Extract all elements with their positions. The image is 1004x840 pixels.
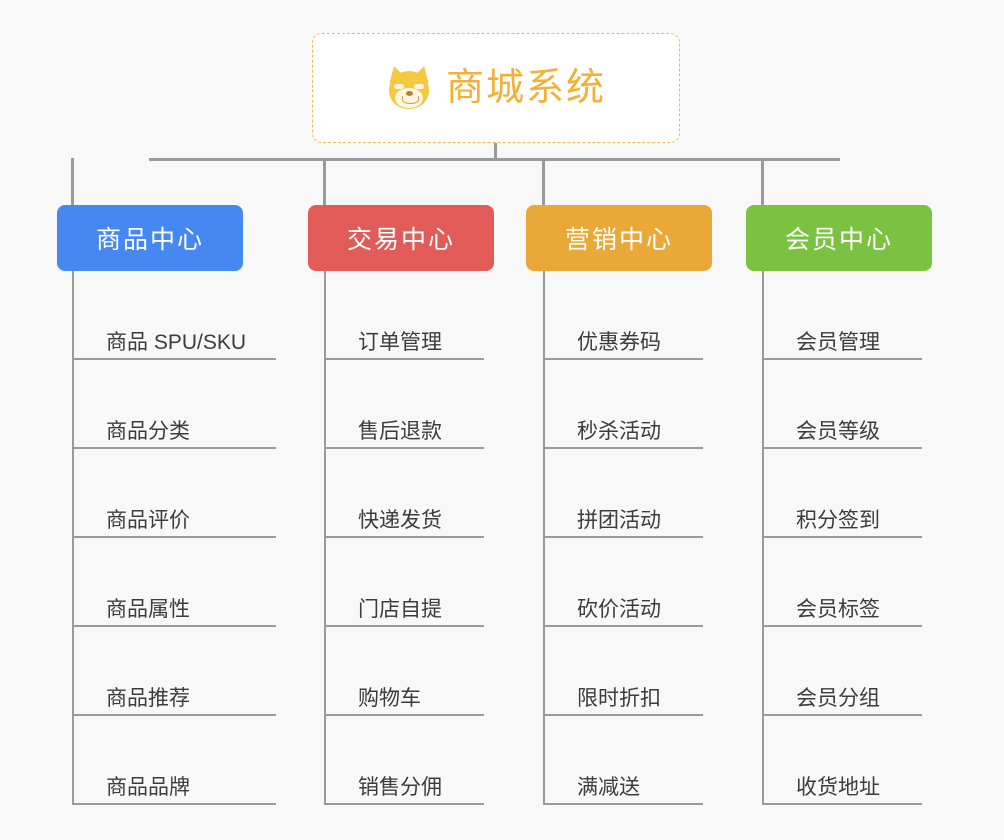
leaf-item-label: 商品分类 [106, 419, 190, 443]
leaf-item[interactable]: 收货地址 [762, 716, 922, 805]
leaf-underline [72, 536, 276, 538]
leaf-item-label: 优惠券码 [577, 330, 661, 354]
leaf-column-trade-center: 订单管理售后退款快递发货门店自提购物车销售分佣 [324, 271, 484, 805]
leaf-item[interactable]: 快递发货 [324, 449, 484, 538]
leaf-item[interactable]: 会员等级 [762, 360, 922, 449]
leaf-underline [543, 625, 703, 627]
leaf-underline [762, 536, 922, 538]
leaf-item[interactable]: 砍价活动 [543, 538, 703, 627]
leaf-item[interactable]: 售后退款 [324, 360, 484, 449]
leaf-item-label: 售后退款 [358, 419, 442, 443]
category-box-trade-center[interactable]: 交易中心 [308, 205, 494, 271]
leaf-item-label: 销售分佣 [358, 775, 442, 799]
leaf-item-label: 拼团活动 [577, 508, 661, 532]
leaf-item[interactable]: 限时折扣 [543, 627, 703, 716]
leaf-item[interactable]: 会员管理 [762, 271, 922, 360]
leaf-item[interactable]: 优惠券码 [543, 271, 703, 360]
category-box-marketing-center[interactable]: 营销中心 [526, 205, 712, 271]
leaf-item[interactable]: 销售分佣 [324, 716, 484, 805]
leaf-item-label: 商品 SPU/SKU [106, 330, 247, 354]
leaf-item-label: 满减送 [577, 775, 640, 799]
category-label-member-center: 会员中心 [784, 226, 893, 254]
leaf-underline [543, 536, 703, 538]
connector-horizontal-bus [149, 158, 840, 161]
leaf-underline [543, 447, 703, 449]
leaf-column-product-center: 商品 SPU/SKU 商品分类商品评价商品属性商品推荐商品品牌 [72, 271, 276, 805]
leaf-item-label: 商品评价 [106, 508, 190, 532]
leaf-item-label: 商品属性 [106, 597, 190, 621]
leaf-underline [762, 358, 922, 360]
category-label-marketing-center: 营销中心 [564, 226, 673, 254]
leaf-item[interactable]: 订单管理 [324, 271, 484, 360]
leaf-underline [72, 714, 276, 716]
shiba-dog-face-icon [385, 63, 433, 111]
leaf-underline [324, 447, 484, 449]
connector-trunk-member-center [762, 271, 764, 805]
leaf-underline [762, 447, 922, 449]
leaf-item[interactable]: 商品 SPU/SKU [72, 271, 276, 360]
leaf-item-label: 会员管理 [796, 330, 880, 354]
leaf-underline [762, 625, 922, 627]
leaf-item[interactable]: 商品品牌 [72, 716, 276, 805]
leaf-item[interactable]: 积分签到 [762, 449, 922, 538]
leaf-item-label: 限时折扣 [577, 686, 661, 710]
leaf-underline [543, 803, 703, 805]
leaf-item-label: 砍价活动 [577, 597, 661, 621]
connector-drop-marketing-center [542, 158, 545, 205]
connector-drop-member-center [761, 158, 764, 205]
leaf-underline [324, 714, 484, 716]
leaf-item[interactable]: 购物车 [324, 627, 484, 716]
leaf-item[interactable]: 商品属性 [72, 538, 276, 627]
category-label-trade-center: 交易中心 [346, 226, 455, 254]
leaf-item[interactable]: 门店自提 [324, 538, 484, 627]
leaf-item-label: 购物车 [358, 686, 421, 710]
leaf-item-label: 积分签到 [796, 508, 880, 532]
leaf-item[interactable]: 会员标签 [762, 538, 922, 627]
leaf-item[interactable]: 商品分类 [72, 360, 276, 449]
leaf-item[interactable]: 商品评价 [72, 449, 276, 538]
leaf-item-label: 快递发货 [358, 508, 442, 532]
connector-drop-product-center [71, 158, 74, 205]
category-label-product-center: 商品中心 [95, 226, 204, 254]
leaf-underline [324, 803, 484, 805]
leaf-item-label: 会员标签 [796, 597, 880, 621]
leaf-underline [324, 536, 484, 538]
root-node[interactable]: 商城系统 [312, 33, 680, 143]
leaf-underline [543, 714, 703, 716]
leaf-item-label: 会员分组 [796, 686, 880, 710]
leaf-underline [72, 358, 276, 360]
leaf-underline [762, 803, 922, 805]
leaf-underline [72, 447, 276, 449]
connector-root-stem [494, 143, 497, 160]
leaf-item[interactable]: 拼团活动 [543, 449, 703, 538]
leaf-column-marketing-center: 优惠券码秒杀活动拼团活动砍价活动限时折扣满减送 [543, 271, 703, 805]
leaf-column-member-center: 会员管理会员等级积分签到会员标签会员分组收货地址 [762, 271, 922, 805]
leaf-underline [324, 625, 484, 627]
connector-trunk-marketing-center [543, 271, 545, 805]
leaf-item-label: 门店自提 [358, 597, 442, 621]
leaf-item-label: 订单管理 [358, 330, 442, 354]
leaf-item-label: 收货地址 [796, 775, 880, 799]
leaf-item[interactable]: 满减送 [543, 716, 703, 805]
category-box-member-center[interactable]: 会员中心 [746, 205, 932, 271]
leaf-item[interactable]: 秒杀活动 [543, 360, 703, 449]
leaf-item-label: 商品推荐 [106, 686, 190, 710]
leaf-item-label: 会员等级 [796, 419, 880, 443]
leaf-underline [324, 358, 484, 360]
leaf-underline [72, 625, 276, 627]
connector-drop-trade-center [323, 158, 326, 205]
connector-trunk-product-center [72, 271, 74, 805]
leaf-item[interactable]: 商品推荐 [72, 627, 276, 716]
root-title: 商城系统 [445, 67, 606, 109]
leaf-item[interactable]: 会员分组 [762, 627, 922, 716]
connector-trunk-trade-center [324, 271, 326, 805]
category-box-product-center[interactable]: 商品中心 [57, 205, 243, 271]
leaf-underline [72, 803, 276, 805]
leaf-underline [762, 714, 922, 716]
leaf-item-label: 商品品牌 [106, 775, 190, 799]
leaf-item-label: 秒杀活动 [577, 419, 661, 443]
leaf-underline [543, 358, 703, 360]
